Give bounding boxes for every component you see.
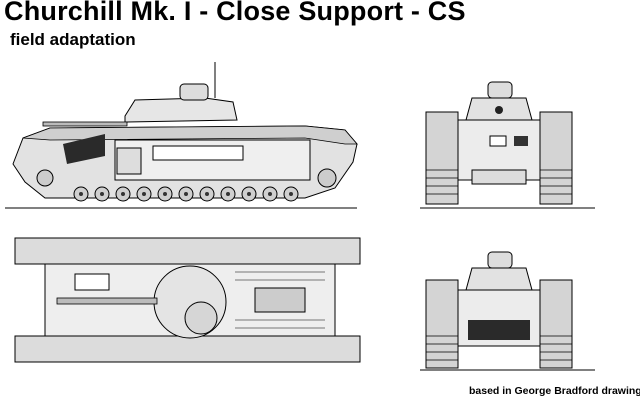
hull-mg-port <box>514 136 528 146</box>
top-cupola <box>184 301 218 335</box>
pannier-hatch <box>152 145 244 161</box>
driver-visor <box>489 135 507 147</box>
mudguard <box>22 125 358 145</box>
rear-track-links <box>426 335 572 361</box>
top-gun <box>56 297 158 305</box>
top-view <box>14 237 361 363</box>
drawing-title: Churchill Mk. I - Close Support - CS <box>4 0 466 26</box>
top-left-track <box>14 237 361 265</box>
drawing-subtitle: field adaptation <box>10 30 136 49</box>
front-cupola <box>487 81 513 99</box>
rear-view <box>420 251 595 371</box>
main-gun <box>42 121 128 127</box>
wheel-hubs <box>79 192 293 196</box>
side-door <box>116 147 142 175</box>
drive-sprocket <box>317 168 337 188</box>
turret-cupola <box>179 83 209 101</box>
front-view <box>420 81 595 209</box>
right-track <box>539 111 573 205</box>
track-links <box>426 169 572 195</box>
drawing-credit: based in George Bradford drawing <box>469 385 640 397</box>
front-armour-plate <box>63 134 105 164</box>
side-view <box>5 62 358 209</box>
rear-cupola <box>487 251 513 269</box>
top-right-track <box>14 335 361 363</box>
rear-left-track <box>425 279 459 369</box>
top-driver-hatch <box>74 273 110 291</box>
left-track <box>425 111 459 205</box>
idler-wheel <box>36 169 54 187</box>
gun-muzzle <box>495 106 503 114</box>
rear-right-track <box>539 279 573 369</box>
turret <box>124 97 238 123</box>
rear-louvres <box>468 320 530 340</box>
engine-grille <box>254 287 306 313</box>
road-wheels <box>73 186 299 202</box>
engine-deck-lines <box>235 271 325 329</box>
front-plate-lower <box>471 169 527 185</box>
rear-turret <box>465 267 533 291</box>
